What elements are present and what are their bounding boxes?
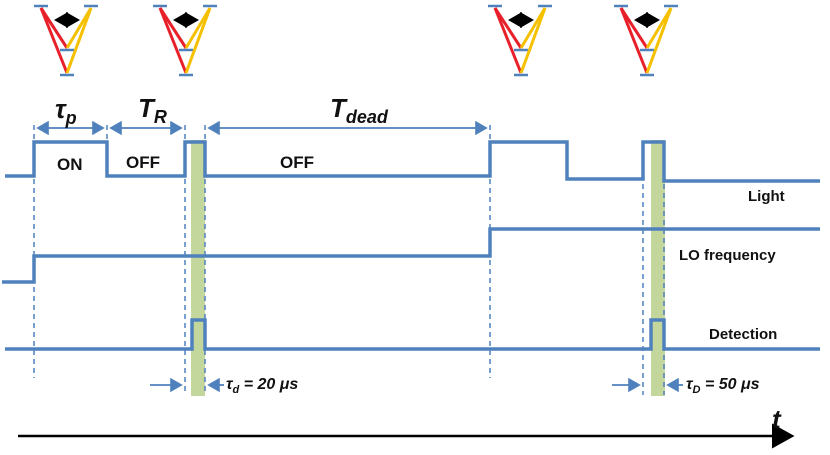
on-label: ON	[57, 155, 83, 174]
time-axis-label: t	[772, 404, 782, 434]
energy-level-diagram-icon	[153, 4, 217, 77]
detection-signal-line	[5, 318, 820, 351]
tau-d-label: τd = 20 μs	[226, 376, 298, 396]
detection-row-label: Detection	[709, 326, 777, 343]
lo-frequency-row-label: LO frequency	[679, 247, 776, 264]
light-row-label: Light	[748, 188, 785, 205]
tau-p-label: τp	[55, 94, 77, 128]
light-signal-line	[5, 140, 820, 183]
energy-level-diagram-icon	[488, 4, 552, 77]
highlight-bar-1	[191, 140, 205, 396]
off-label-1: OFF	[126, 153, 160, 172]
lo-frequency-signal-line	[2, 227, 820, 284]
tau-D-label: τD = 50 μs	[686, 376, 760, 396]
highlight-bar-2	[651, 140, 665, 396]
t-r-label: TR	[138, 93, 167, 127]
t-dead-label: Tdead	[330, 93, 389, 127]
off-label-2: OFF	[280, 153, 314, 172]
energy-level-diagram-icon	[614, 4, 678, 77]
energy-level-diagram-icon	[34, 4, 98, 77]
